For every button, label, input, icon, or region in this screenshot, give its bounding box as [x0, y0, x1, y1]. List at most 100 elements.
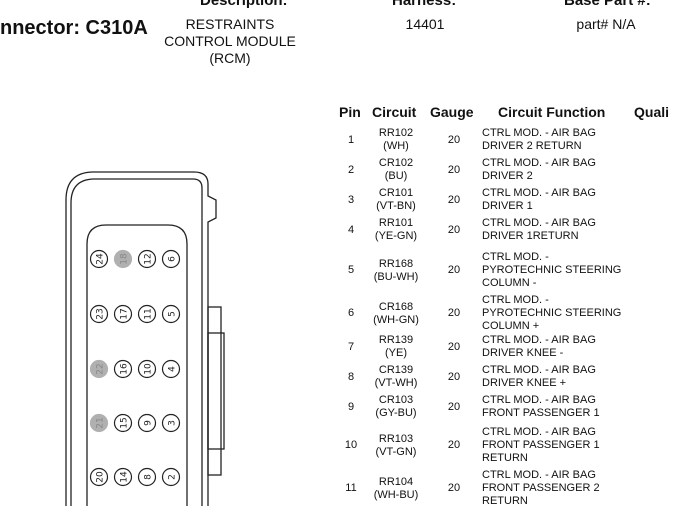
function-line: CTRL MOD. - AIR BAG	[482, 394, 596, 406]
pin-cavity	[113, 304, 133, 324]
pin-label: 16	[120, 363, 130, 375]
pin-label: 12	[144, 253, 154, 264]
col-header-circuit-function: Circuit Function	[498, 104, 606, 120]
pin-label: 9	[144, 420, 154, 426]
function-line: DRIVER 1RETURN	[482, 230, 579, 242]
function-line: CTRL MOD. -	[482, 294, 549, 306]
gauge-cell: 20	[447, 482, 461, 494]
pin-cavity	[161, 467, 181, 487]
description-label: Description:	[200, 0, 288, 9]
circuit-cell: RR168(BU-WH)	[368, 258, 424, 284]
circuit-line: CR168	[378, 300, 414, 313]
description-line: (RCM)	[209, 50, 251, 66]
pin-cavity	[113, 413, 133, 433]
function-line: DRIVER 2	[482, 170, 533, 182]
pin-label: 21	[96, 417, 106, 428]
pin-number: 8	[347, 370, 355, 383]
col-header-quality: Quali	[634, 104, 670, 120]
pin-cavity	[89, 249, 109, 269]
connector-title: nnector: C310A	[0, 17, 148, 39]
pin-cavity-unused	[89, 359, 109, 379]
pin-cavity	[113, 467, 133, 487]
circuit-line: (YE-GN)	[374, 230, 418, 242]
pin-cavity	[137, 359, 157, 379]
circuit-line: (GY-BU)	[375, 407, 417, 419]
circuit-cell: CR139(VT-WH)	[368, 364, 424, 390]
circuit-cell: CR102(BU)	[368, 157, 424, 183]
circuit-cell: RR102(WH)	[368, 127, 424, 153]
pin-label: 5	[168, 311, 178, 317]
circuit-cell: CR168(WH-GN)	[368, 301, 424, 327]
pin-cavity	[137, 304, 157, 324]
pin-number: 6	[347, 307, 355, 319]
pin-cavity	[161, 359, 181, 379]
pin-cavity	[161, 413, 181, 433]
pin-cavity	[161, 304, 181, 324]
function-line: RETURN	[482, 495, 528, 507]
description-value: RESTRAINTS CONTROL MODULE (RCM)	[160, 16, 300, 67]
gauge-cell: 20	[447, 340, 461, 353]
circuit-cell: RR103(VT-GN)	[368, 433, 424, 459]
circuit-cell: CR103(GY-BU)	[368, 394, 424, 420]
gauge-cell: 20	[447, 133, 461, 146]
circuit-line: (VT-GN)	[375, 445, 417, 458]
circuit-line: (VT-WH)	[374, 377, 418, 389]
base-part-value: part# N/A	[576, 16, 636, 32]
pin-label: 14	[120, 471, 130, 483]
function-line: COLUMN -	[482, 277, 537, 289]
circuit-line: (BU-WH)	[373, 270, 419, 283]
pin-cavity	[89, 467, 109, 487]
gauge-cell: 20	[447, 264, 461, 276]
pin-label: 4	[168, 366, 178, 372]
circuit-line: CR103	[378, 394, 414, 406]
pin-cavity	[89, 304, 109, 324]
description-line: CONTROL MODULE	[164, 33, 296, 49]
gauge-cell: 20	[447, 193, 461, 206]
pin-label: 20	[96, 471, 106, 483]
function-line: CTRL MOD. - AIR BAG	[482, 217, 596, 229]
pin-number: 4	[347, 223, 355, 236]
pin-number: 1	[347, 133, 355, 146]
circuit-cell: RR101(YE-GN)	[368, 217, 424, 243]
function-line: CTRL MOD. - AIR BAG	[482, 334, 596, 346]
pin-cavity	[113, 359, 133, 379]
function-line: CTRL MOD. - AIR BAG	[482, 157, 596, 169]
circuit-line: RR102	[378, 127, 414, 139]
pin-label: 15	[120, 417, 130, 428]
function-line: CTRL MOD. - AIR BAG	[482, 364, 596, 376]
col-header-circuit: Circuit	[372, 104, 417, 120]
function-line: RETURN	[482, 452, 528, 464]
gauge-cell: 20	[447, 370, 461, 383]
pin-cavity	[137, 249, 157, 269]
pin-number: 3	[347, 193, 355, 206]
col-header-gauge: Gauge	[430, 104, 474, 120]
gauge-cell: 20	[447, 223, 461, 236]
circuit-line: CR139	[378, 364, 414, 376]
circuit-line: (VT-BN)	[376, 200, 416, 212]
function-line: CTRL MOD. - AIR BAG	[482, 469, 596, 481]
pin-label: 3	[168, 420, 178, 426]
description-line: RESTRAINTS	[185, 16, 275, 32]
function-line: CTRL MOD. - AIR BAG	[482, 127, 596, 139]
pin-cavity	[161, 249, 181, 269]
function-line: DRIVER KNEE +	[482, 377, 567, 389]
col-header-pin: Pin	[339, 104, 361, 120]
circuit-line: (WH)	[383, 140, 409, 152]
circuit-line: (BU)	[384, 170, 408, 182]
function-line: FRONT PASSENGER 1	[482, 407, 600, 419]
circuit-cell: RR139(YE)	[368, 334, 424, 360]
pin-label: 18	[120, 253, 130, 265]
pin-number: 10	[344, 439, 358, 451]
pin-cavity-unused	[113, 249, 133, 269]
gauge-cell: 20	[447, 400, 461, 413]
circuit-line: (WH-BU)	[373, 488, 419, 501]
function-line: CTRL MOD. - AIR BAG	[482, 187, 596, 199]
function-line: DRIVER 2 RETURN	[482, 140, 582, 152]
